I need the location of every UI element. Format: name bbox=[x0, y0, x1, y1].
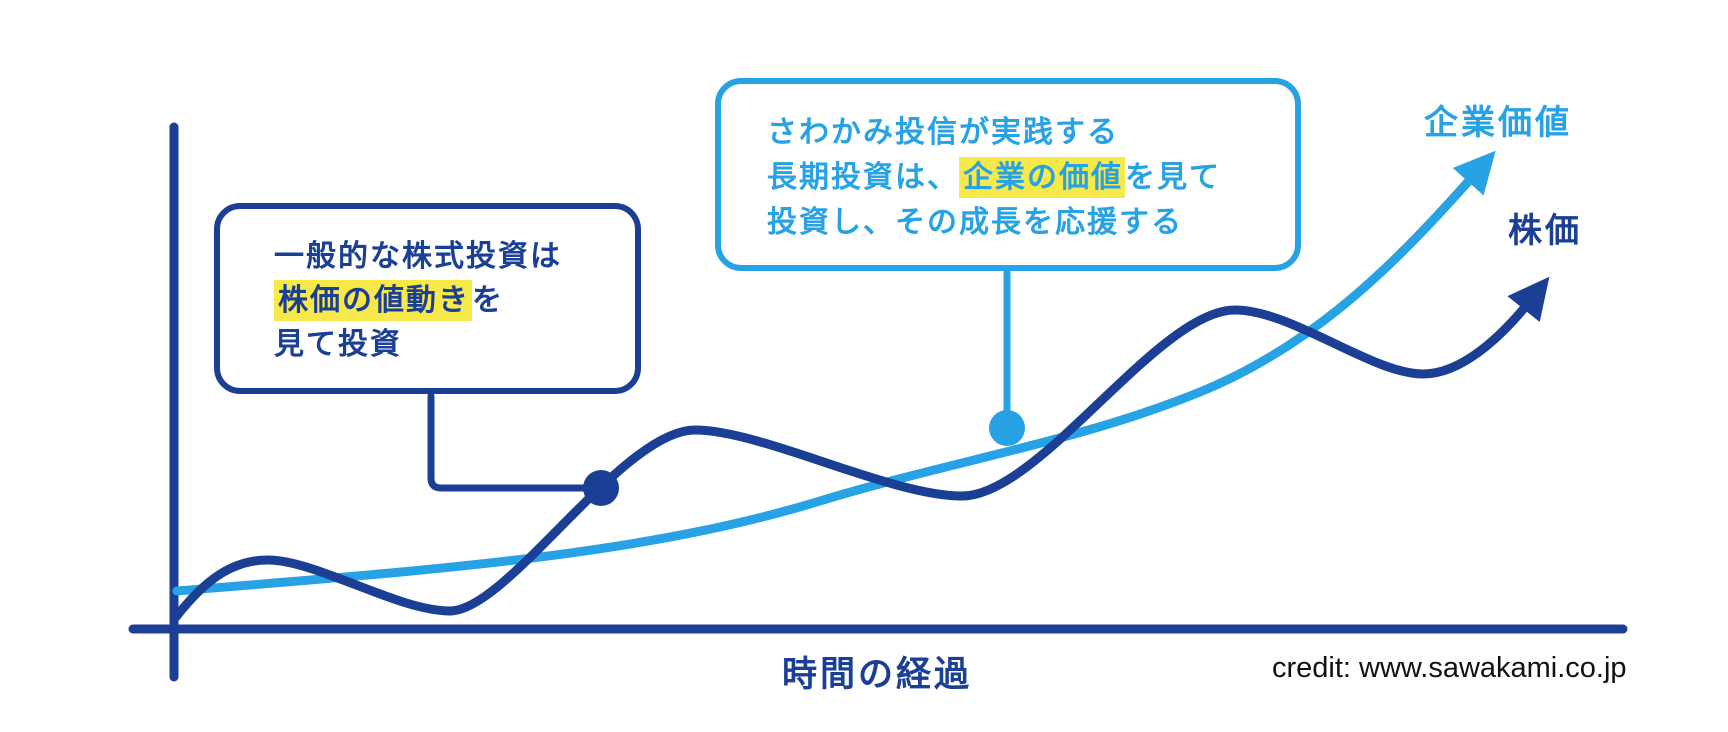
corporate-value-callout: さわかみ投信が実践する 長期投資は、企業の価値を見て 投資し、その成長を応援する bbox=[715, 78, 1301, 271]
callout-text: 投資し、その成長を応援する bbox=[767, 206, 1183, 239]
highlighted-text: 企業の価値 bbox=[959, 157, 1125, 198]
callout-text: を見て bbox=[1125, 161, 1221, 194]
callout-line: 一般的な株式投資は bbox=[274, 235, 635, 279]
stock-price-callout: 一般的な株式投資は 株価の値動きを 見て投資 bbox=[214, 203, 641, 394]
highlighted-text: 株価の値動き bbox=[274, 280, 472, 321]
stock-callout-dot bbox=[583, 470, 619, 506]
corporate-callout-dot bbox=[989, 410, 1025, 446]
callout-text: 長期投資は、 bbox=[767, 161, 959, 194]
corporate-value-label: 企業価値 bbox=[1424, 104, 1572, 142]
stock-curve bbox=[171, 276, 1550, 622]
callout-line: 株価の値動きを bbox=[274, 279, 635, 323]
callout-line: さわかみ投信が実践する bbox=[767, 110, 1295, 155]
callout-line: 投資し、その成長を応援する bbox=[767, 200, 1295, 245]
credit-text: credit: www.sawakami.co.jp bbox=[1272, 652, 1627, 684]
callout-text: 一般的な株式投資は bbox=[274, 240, 562, 273]
stock-price-label: 株価 bbox=[1508, 212, 1582, 250]
callout-line: 見て投資 bbox=[274, 323, 635, 367]
callout-text: さわかみ投信が実践する bbox=[767, 116, 1119, 149]
stock-callout-connector bbox=[427, 392, 587, 492]
callout-text: 見て投資 bbox=[274, 328, 402, 361]
corporate-curve bbox=[172, 150, 1496, 596]
callout-line: 長期投資は、企業の価値を見て bbox=[767, 155, 1295, 200]
x-axis-label: 時間の経過 bbox=[782, 655, 973, 694]
callout-text: を bbox=[472, 284, 504, 317]
